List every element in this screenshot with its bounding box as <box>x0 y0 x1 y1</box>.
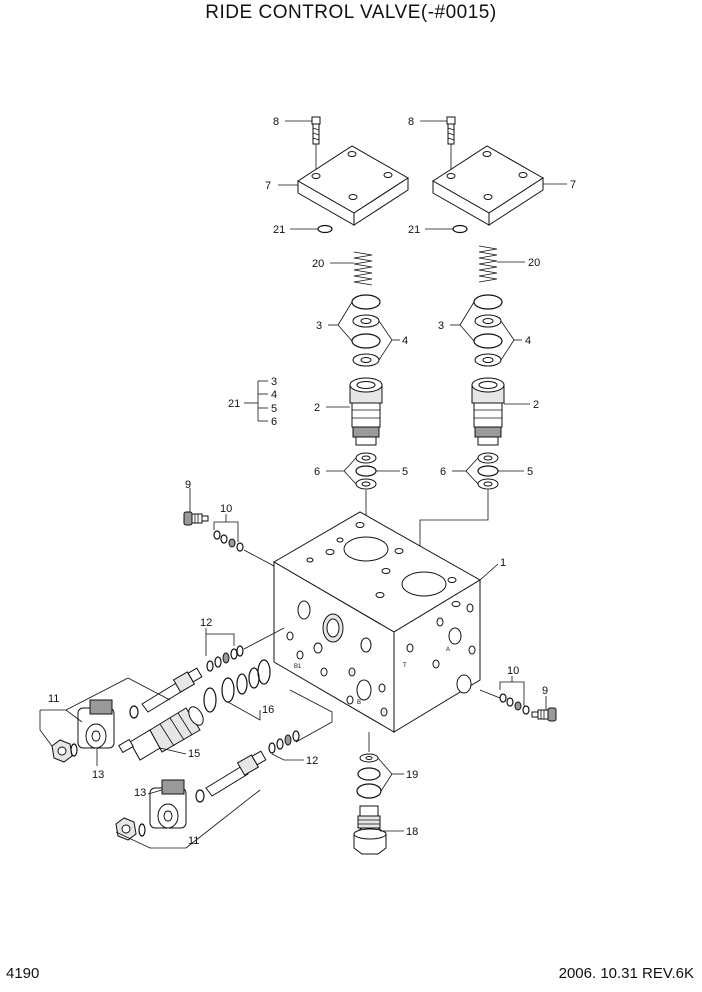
spring-right <box>478 245 498 283</box>
callout-13-lower: 13 <box>134 787 146 799</box>
o-ring-stem-lower <box>195 789 205 803</box>
port-label-a: A <box>446 647 450 653</box>
o-ring-nut-lower <box>138 823 146 837</box>
callout-16: 16 <box>262 704 274 716</box>
cartridge-valve-right <box>471 377 505 446</box>
relief-valve-17 <box>353 805 387 855</box>
ring-18c <box>356 783 382 799</box>
callout-19-right: 20 <box>528 257 540 269</box>
ring-right-5 <box>477 465 499 477</box>
callout-20: 21 <box>273 224 285 236</box>
callout-11: 11 <box>48 693 59 705</box>
callout-18: 19 <box>406 769 418 781</box>
callout-10-right: 10 <box>507 665 519 677</box>
seal-ring-left-1 <box>351 294 381 310</box>
o-ring-right <box>452 224 468 234</box>
callout-21: 21 <box>228 398 240 410</box>
solenoid-valve-15 <box>118 706 204 761</box>
kit-item-6: 6 <box>271 416 277 428</box>
callout-9: 9 <box>185 479 191 491</box>
seal-ring-right-2 <box>473 333 503 349</box>
spring-left <box>353 251 373 286</box>
solenoid-coil-lower <box>149 779 187 829</box>
callout-11-lower: 11 <box>188 835 199 847</box>
solenoid-stem-lower <box>205 750 267 797</box>
solenoid-stem-upper <box>141 667 203 713</box>
kit-item-4: 4 <box>271 389 277 401</box>
callout-17: 18 <box>406 826 418 838</box>
callout-19: 20 <box>312 258 324 270</box>
revision-date: 2006. 10.31 REV.6K <box>558 965 694 982</box>
callout-13: 13 <box>92 769 104 781</box>
solenoid-coil-upper <box>77 699 115 749</box>
callout-10: 10 <box>220 503 232 515</box>
callout-4: 4 <box>402 335 408 347</box>
seal-16a <box>203 687 217 713</box>
callout-5: 5 <box>402 466 408 478</box>
port-label-b1: B1 <box>294 664 302 670</box>
callout-8: 8 <box>273 116 279 128</box>
callout-7-right: 7 <box>570 179 576 191</box>
callout-2-right: 2 <box>533 399 539 411</box>
callout-15: 15 <box>188 748 200 760</box>
seal-ring-right-1 <box>473 294 503 310</box>
callout-2: 2 <box>314 402 320 414</box>
callout-12-lower: 12 <box>306 755 318 767</box>
o-ring-nut-upper <box>70 743 78 757</box>
port-label-t: T <box>403 663 407 669</box>
o-ring-stem-upper <box>129 705 139 719</box>
callout-9-right: 9 <box>542 685 548 697</box>
seal-ring-left-2 <box>351 333 381 349</box>
cartridge-valve-left <box>349 377 383 446</box>
callout-3-right: 3 <box>438 320 444 332</box>
page-title: RIDE CONTROL VALVE(-#0015) <box>205 2 497 23</box>
o-ring-left <box>317 224 333 234</box>
nut-upper <box>51 739 73 763</box>
callout-3: 3 <box>316 320 322 332</box>
plug-upper-left <box>183 511 209 526</box>
seal-upper-left-1 <box>213 530 221 540</box>
callout-5-right: 5 <box>527 466 533 478</box>
callout-1: 1 <box>500 557 506 569</box>
callout-12: 12 <box>200 617 212 629</box>
cover-plate-left <box>297 145 409 226</box>
callout-6-right: 6 <box>440 466 446 478</box>
port-label-b: B <box>357 700 361 706</box>
kit-item-5: 5 <box>271 403 277 415</box>
callout-7: 7 <box>265 180 271 192</box>
kit-item-3: 3 <box>271 376 277 388</box>
callout-20-right: 21 <box>408 224 420 236</box>
page-number: 4190 <box>6 965 40 982</box>
cover-plate-right <box>432 145 544 226</box>
ring-18b <box>357 767 381 781</box>
plug-right <box>531 707 557 722</box>
callout-8-right: 8 <box>408 116 414 128</box>
valve-body-block: T A B1 B <box>273 511 481 733</box>
callout-4-right: 4 <box>525 335 531 347</box>
callout-6: 6 <box>314 466 320 478</box>
ring-left-5 <box>355 465 377 477</box>
